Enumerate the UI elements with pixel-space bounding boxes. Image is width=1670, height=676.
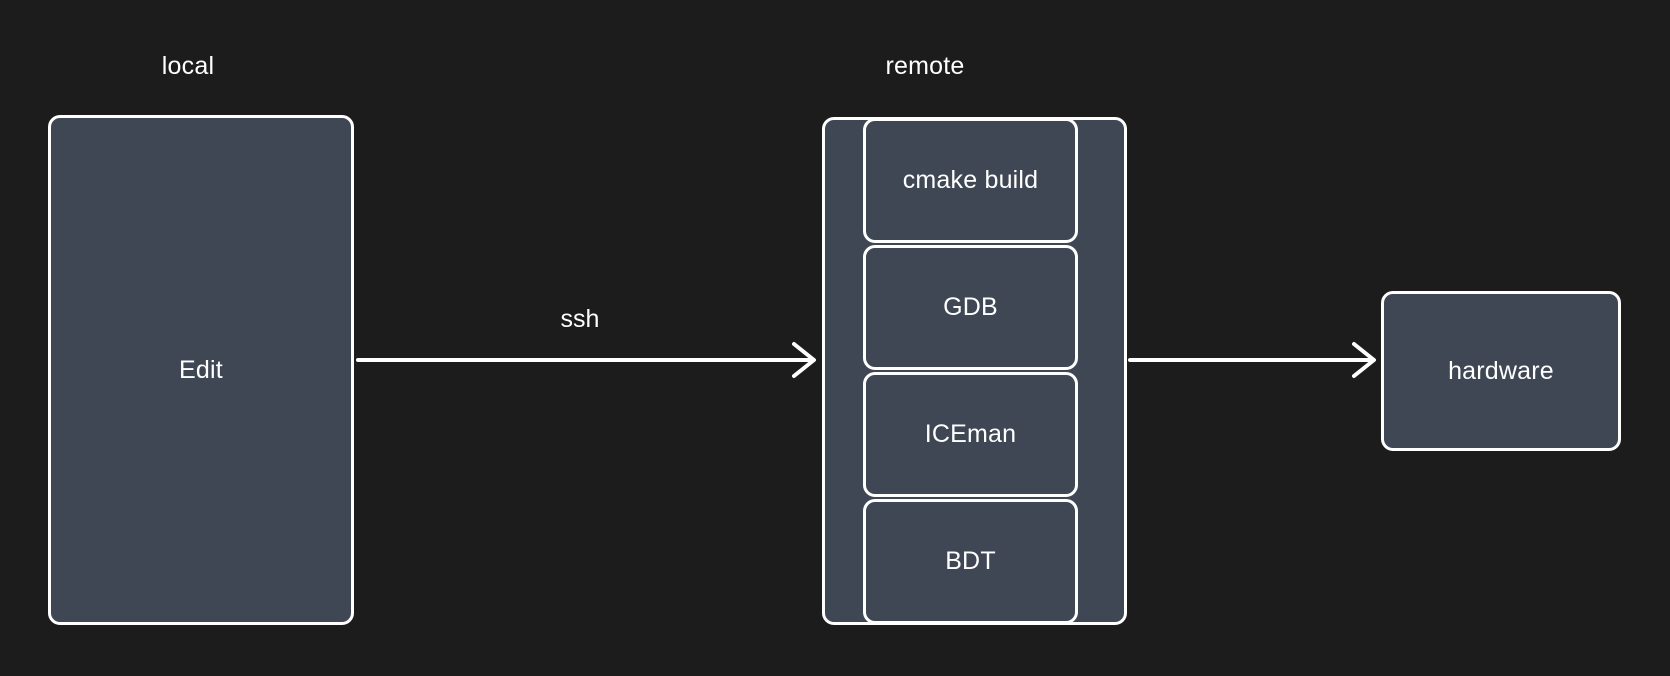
node-bdt[interactable]: BDT [863,499,1078,624]
edge-label-ssh: ssh [560,305,600,333]
node-hardware[interactable]: hardware [1381,291,1621,451]
arrowhead-icon [1352,342,1376,378]
group-label-local: local [161,52,215,80]
group-label-remote: remote [885,52,965,80]
node-cmake-build[interactable]: cmake build [863,118,1078,243]
arrowhead-icon [792,342,816,378]
edge-edit-to-remote [356,342,816,378]
node-edit[interactable]: Edit [48,115,354,625]
node-iceman[interactable]: ICEman [863,372,1078,497]
edge-remote-to-hardware [1128,342,1376,378]
node-gdb[interactable]: GDB [863,245,1078,370]
